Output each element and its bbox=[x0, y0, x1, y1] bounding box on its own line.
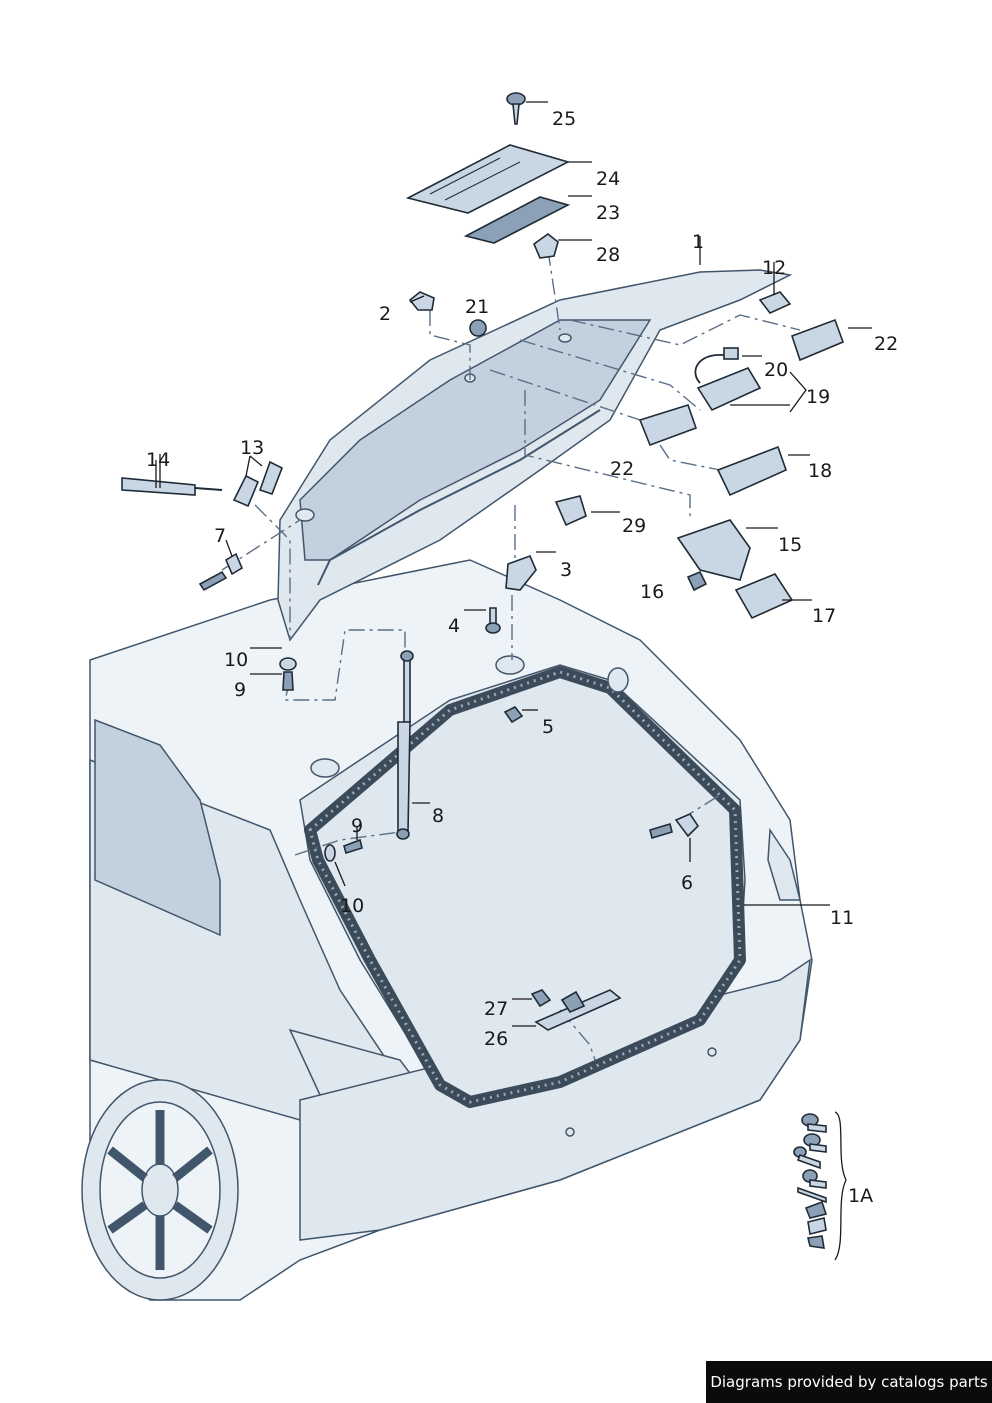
callout-labels: 25 24 23 28 1 12 2 21 22 20 19 22 18 14 … bbox=[146, 108, 898, 1207]
callout-3: 3 bbox=[560, 559, 572, 581]
bolt-7-icon bbox=[198, 570, 228, 592]
gas-strut-8-icon bbox=[396, 650, 414, 840]
callout-11: 11 bbox=[830, 907, 854, 929]
callout-4: 4 bbox=[448, 615, 460, 637]
callout-1: 1 bbox=[692, 231, 704, 253]
callout-8: 8 bbox=[432, 805, 444, 827]
switch-22-icon bbox=[790, 318, 845, 362]
callout-25: 25 bbox=[552, 108, 576, 130]
nut-5-icon bbox=[503, 705, 524, 724]
callout-5: 5 bbox=[542, 716, 554, 738]
callout-27: 27 bbox=[484, 998, 508, 1020]
callout-26: 26 bbox=[484, 1028, 508, 1050]
callout-12: 12 bbox=[762, 257, 786, 279]
stop-6-icon bbox=[674, 813, 700, 838]
bolt-6-icon bbox=[649, 822, 673, 840]
ballstud-9a-icon bbox=[282, 671, 294, 691]
hinge-3-icon bbox=[505, 554, 537, 591]
bracket-29-icon bbox=[554, 495, 587, 527]
tailgate-inner-trim bbox=[299, 319, 652, 561]
callout-19: 19 bbox=[806, 386, 830, 408]
callout-9-lower: 9 bbox=[351, 815, 363, 837]
lock-15-icon bbox=[676, 519, 751, 581]
callout-16: 16 bbox=[640, 581, 664, 603]
ballstud-9b-icon bbox=[343, 838, 363, 855]
gasket-23-icon bbox=[463, 196, 571, 244]
callout-18: 18 bbox=[808, 460, 832, 482]
seal-13b-icon bbox=[258, 460, 284, 496]
tailgate-panel bbox=[277, 269, 793, 642]
connector-12-icon bbox=[758, 291, 792, 314]
cap-21-icon bbox=[469, 319, 487, 337]
stop-7-icon bbox=[224, 552, 244, 576]
nut-16-icon bbox=[686, 570, 708, 592]
washer-10b-icon bbox=[324, 844, 336, 862]
footer-credit: Diagrams provided by catalogs parts bbox=[706, 1361, 992, 1403]
grommet-28-icon bbox=[533, 232, 559, 259]
callout-2: 2 bbox=[379, 303, 391, 325]
camera-19-icon bbox=[696, 367, 762, 412]
screw-25-icon bbox=[506, 92, 526, 125]
callout-21: 21 bbox=[465, 296, 489, 318]
latch-17-icon bbox=[734, 573, 794, 620]
connector-20-icon bbox=[723, 347, 739, 360]
rear-wheel bbox=[81, 1079, 239, 1301]
callout-28: 28 bbox=[596, 244, 620, 266]
side-window bbox=[94, 718, 221, 937]
washer-10a-icon bbox=[279, 657, 297, 671]
callout-29: 29 bbox=[622, 515, 646, 537]
callout-14: 14 bbox=[146, 449, 170, 471]
callout-24: 24 bbox=[596, 168, 620, 190]
tail-light-right bbox=[767, 827, 801, 901]
car-body bbox=[81, 559, 813, 1301]
callout-20: 20 bbox=[764, 359, 788, 381]
callout-22-upper: 22 bbox=[874, 333, 898, 355]
handle-18-icon bbox=[716, 445, 787, 497]
callout-10-lower: 10 bbox=[340, 895, 364, 917]
callout-9-upper: 9 bbox=[234, 679, 246, 701]
parts bbox=[121, 92, 845, 1249]
callout-15: 15 bbox=[778, 534, 802, 556]
callout-10-upper: 10 bbox=[224, 649, 248, 671]
nut-27-icon bbox=[530, 989, 552, 1008]
fastener-set-1A-icon bbox=[793, 1113, 828, 1249]
callout-22-lower: 22 bbox=[610, 458, 634, 480]
callout-13: 13 bbox=[240, 437, 264, 459]
seal-13a-icon bbox=[232, 474, 260, 508]
striker-26-icon bbox=[534, 989, 622, 1031]
callout-23: 23 bbox=[596, 202, 620, 224]
callout-6: 6 bbox=[681, 872, 693, 894]
callout-7: 7 bbox=[214, 525, 226, 547]
tool-14-icon bbox=[121, 477, 223, 496]
callout-17: 17 bbox=[812, 605, 836, 627]
switch-22b-icon bbox=[638, 404, 698, 447]
callout-1A: 1A bbox=[848, 1185, 873, 1207]
leader-lines bbox=[155, 101, 872, 1261]
clip-2-icon bbox=[408, 291, 435, 311]
